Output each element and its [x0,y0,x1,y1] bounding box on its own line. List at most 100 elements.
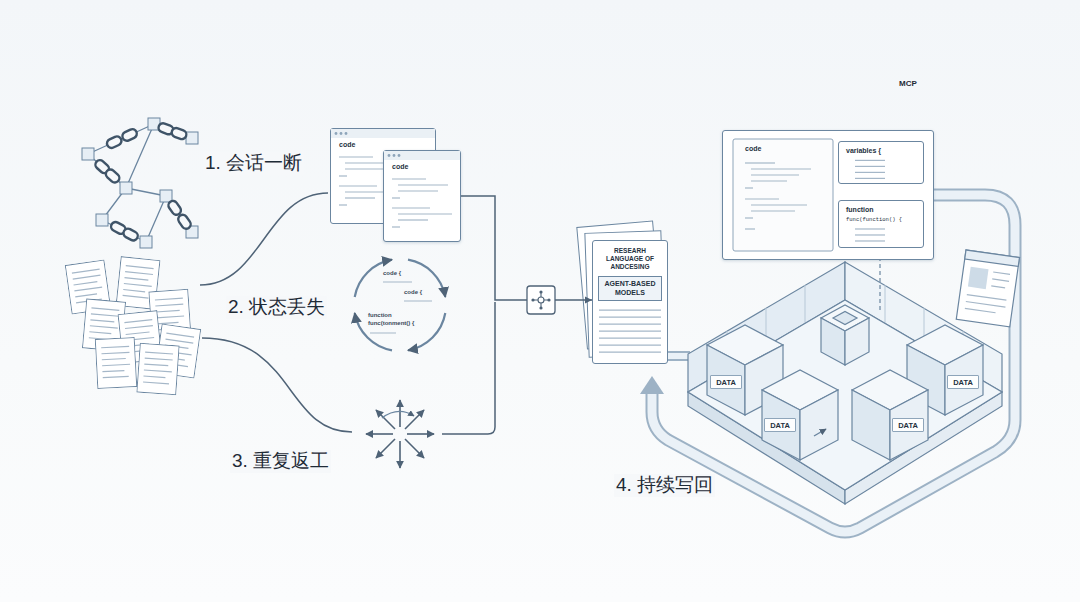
scatter-arrow [405,439,424,458]
label-anchor: 4. 持续写回 [614,474,715,497]
document-page [137,343,179,395]
browser-icon [956,250,1019,327]
code-box: variables {MCP [838,141,924,184]
block-arrow [814,429,826,436]
browser-image [968,267,989,289]
code-snippet: code { [402,289,424,296]
box-text: code [745,145,761,153]
browser-bar [965,250,1020,266]
mcp-panel: code variables {MCP function func(function(… [722,130,934,260]
central-tower [821,305,869,365]
block-side [762,390,800,460]
hub-dot [531,298,534,301]
code-line [745,187,753,188]
data-box: DATA [710,375,742,389]
block-side [821,318,845,365]
code-snippet: func(tonment() { [366,320,416,327]
chain-link [94,158,122,184]
flow-line [442,302,495,434]
chain-link [157,122,187,140]
box-text: variables { [846,147,881,155]
code-line [751,204,807,205]
code-line [599,331,661,332]
window-dot [393,154,396,157]
box-text: AGENT-BASED MODELS [598,276,662,301]
code-line [398,219,428,220]
box-text: DATA [716,378,736,387]
step-label: 3. 重复返工 [230,450,331,473]
code-line [392,178,426,179]
label-anchor: 2. 状态丢失 [226,296,327,319]
code-line [398,190,438,191]
code-line [339,185,377,186]
code-line [855,178,885,179]
code-line [855,160,885,161]
code-line [745,198,779,199]
code-line [599,345,661,346]
label-anchor: code { [402,289,424,296]
window-dot [340,132,343,135]
code-line [745,217,753,218]
network-node [186,132,198,144]
title-bar [331,129,435,138]
chain-ring [106,135,123,149]
code-snippet: code { [381,270,403,277]
code-window: code [383,150,461,242]
code-line [345,168,385,169]
data-box: DATA [764,418,796,432]
box-text: code [392,163,408,171]
block-side [890,390,928,460]
code-line [398,213,452,214]
network-node [160,190,172,202]
code-text: func(function() { [846,217,902,224]
network-node [140,236,152,248]
hub-lines [533,292,549,308]
block-side [800,390,838,460]
data-box: DATA [947,375,979,389]
code-snippet: function [366,312,394,319]
document-page: RESEARH LANGUAGE OF ANDCESINGAGENT-BASED… [592,240,668,364]
data-block [852,370,928,460]
hub-dot [539,290,542,293]
label-anchor: function [366,312,394,319]
step-label: 4. 持续写回 [614,474,715,497]
block-side [945,345,983,415]
code-line [339,156,373,157]
window-dot [335,132,338,135]
box-text: DATA [953,378,973,387]
label-anchor: 1. 会话一断 [203,152,304,175]
scatter-arrow [399,441,401,468]
flow-line [200,193,328,285]
box-text: function [846,206,874,214]
code-line [855,234,885,235]
chain-ring [121,128,138,142]
scatter-arrow [366,433,393,435]
document-page [95,338,137,389]
hub-dot [539,306,542,309]
code-line [599,338,661,339]
code-line [751,210,795,211]
chain-ring [167,199,183,216]
code-line [751,174,799,175]
code-line [599,352,661,353]
code-line [345,197,375,198]
data-box: DATA [892,418,924,432]
code-line [855,172,885,173]
cycle-arc [408,313,445,350]
code-line [392,207,430,208]
code-line [599,310,661,311]
code-line [855,228,885,229]
code-line [855,166,885,167]
code-box: function func(function() { [838,200,924,248]
chain-ring [104,168,121,185]
code-line [751,180,787,181]
code-line [599,317,661,318]
label-anchor: 3. 重复返工 [230,450,331,473]
scatter-arrow [407,433,434,435]
code-line [339,175,347,176]
step-label: 1. 会话一断 [203,152,304,175]
code-line [599,324,661,325]
network-node [82,148,94,160]
